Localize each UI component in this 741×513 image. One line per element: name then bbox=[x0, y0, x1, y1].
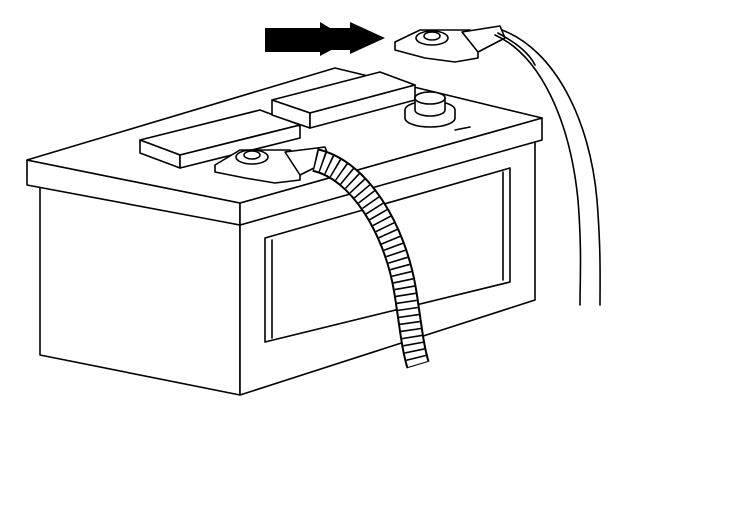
detached-clamp bbox=[394, 25, 601, 306]
direction-arrow-icon bbox=[265, 22, 385, 56]
battery-icon bbox=[26, 67, 543, 396]
cable-icon bbox=[311, 148, 430, 369]
positive-post bbox=[404, 91, 471, 131]
